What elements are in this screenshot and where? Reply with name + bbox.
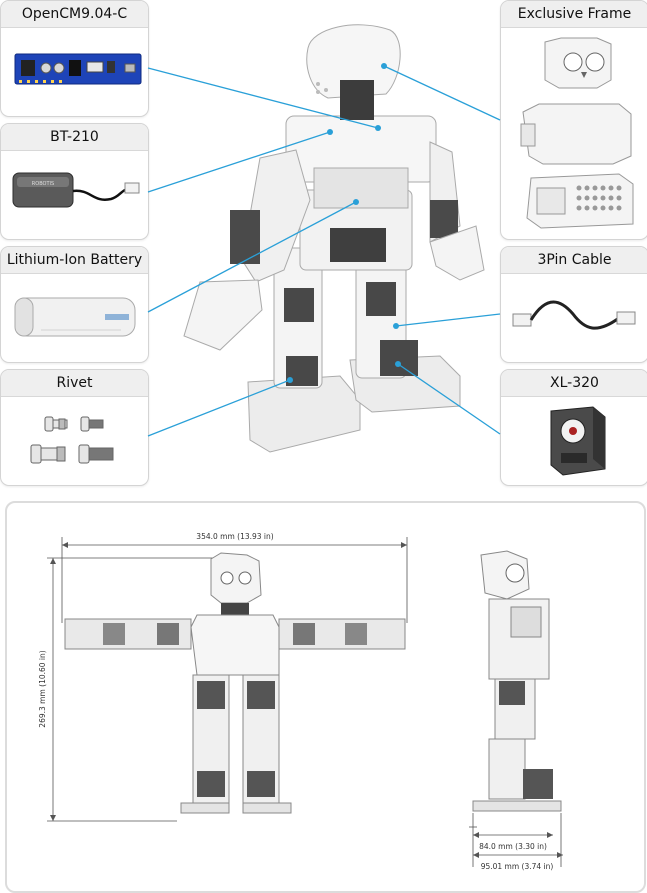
robot-hero-illustration <box>183 24 485 453</box>
frame-parts-image <box>520 37 634 229</box>
leader-dot-cable <box>393 323 399 329</box>
card-rivet: Rivet <box>0 369 149 486</box>
rivet-image <box>30 416 114 464</box>
leader-dot-opencm <box>375 125 381 131</box>
leader-frame <box>383 65 501 121</box>
servo-image <box>550 406 606 476</box>
svg-text:ROBOTIS: ROBOTIS <box>32 181 54 187</box>
dim-width-label: 354.0 mm (13.93 in) <box>196 532 273 541</box>
opencm-board-image <box>14 53 142 85</box>
battery-image <box>14 297 136 337</box>
bt210-module-image: ROBOTIS <box>12 172 140 208</box>
robot-front-view <box>64 552 406 814</box>
card-opencm: OpenCM9.04-C <box>0 0 149 117</box>
card-title-bt210: BT-210 <box>1 124 148 151</box>
card-title-servo: XL-320 <box>501 370 647 397</box>
callout-leader-lines <box>147 63 501 437</box>
card-frame: Exclusive Frame <box>500 0 647 240</box>
leader-servo <box>397 363 501 435</box>
leader-battery <box>147 201 357 313</box>
leader-rivet <box>147 379 291 437</box>
cable-image <box>512 300 636 330</box>
card-title-cable: 3Pin Cable <box>501 247 647 274</box>
card-title-frame: Exclusive Frame <box>501 1 647 28</box>
dimension-drawing: 354.0 mm (13.93 in) 269.3 mm (10.60 in) <box>38 532 563 871</box>
dim-depth-total-label: 95.01 mm (3.74 in) <box>481 862 554 871</box>
card-bt210: BT-210 ROBOTIS <box>0 123 149 240</box>
dimensions-panel: 354.0 mm (13.93 in) 269.3 mm (10.60 in) <box>5 501 646 893</box>
card-battery: Lithium-Ion Battery <box>0 246 149 363</box>
leader-opencm <box>147 67 379 129</box>
card-cable: 3Pin Cable <box>500 246 647 363</box>
leader-dot-frame <box>381 63 387 69</box>
robot-side-view <box>472 550 562 812</box>
leader-dot-rivet <box>287 377 293 383</box>
card-title-opencm: OpenCM9.04-C <box>1 1 148 28</box>
card-servo: XL-320 <box>500 369 647 486</box>
leader-bt210 <box>147 131 331 193</box>
card-title-rivet: Rivet <box>1 370 148 397</box>
leader-dot-battery <box>353 199 359 205</box>
card-title-battery: Lithium-Ion Battery <box>1 247 148 274</box>
leader-dot-bt210 <box>327 129 333 135</box>
leader-cable <box>395 313 501 327</box>
leader-dot-servo <box>395 361 401 367</box>
dim-height-label: 269.3 mm (10.60 in) <box>38 650 47 727</box>
dim-depth-label: 84.0 mm (3.30 in) <box>479 842 547 851</box>
